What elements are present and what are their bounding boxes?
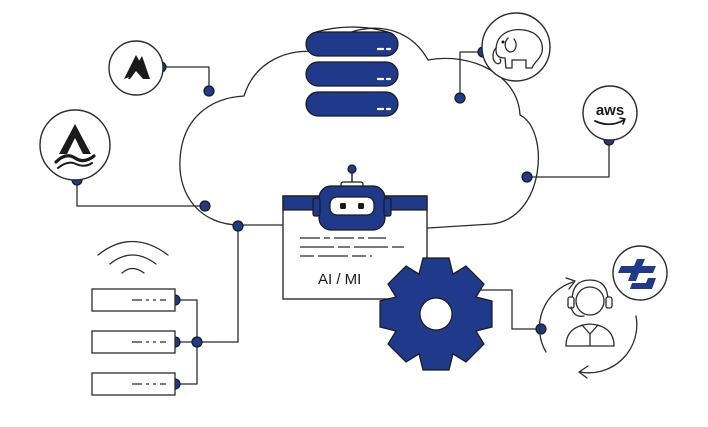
dot-cloud-bottom [232,220,244,232]
database-icon [305,26,399,117]
dot-cloud-left-bottom [199,200,211,212]
dot-cloud-right-top [454,92,466,104]
server-stack-icon [91,288,176,396]
ai-ml-label: AI / MI [318,271,361,288]
dot-cloud-left-top [203,85,215,97]
connector-servers-cloud [196,225,239,343]
plus-brand-icon [612,245,668,301]
azure-data-factory-icon [39,109,111,181]
connector-agent [477,289,542,330]
aws-label: aws [596,102,624,119]
aws-icon: aws [582,85,638,141]
connector-aws [526,139,610,178]
dot-server-hub [191,336,203,348]
dot-cloud-right [521,171,533,183]
wifi-signal-icon [97,240,169,274]
connector-hadoop [459,51,483,99]
support-agent-icon [538,277,638,379]
dot-agent [535,323,547,335]
connector-data-factory [76,179,206,207]
azure-icon [108,40,164,96]
gear-icon [379,257,493,371]
robot-icon [312,164,392,231]
connector-azure [164,66,210,92]
hadoop-elephant-icon [481,12,551,82]
